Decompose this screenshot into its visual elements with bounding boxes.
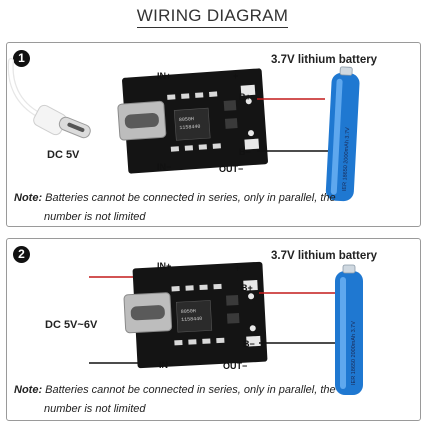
pin-label-b-minus: B− xyxy=(239,147,251,157)
pin-label-in-minus: IN− xyxy=(157,162,171,172)
parallel-note: Note: Batteries cannot be connected in s… xyxy=(14,384,336,415)
lithium-battery-icon: IER 18650 2000mAh 3.7V xyxy=(335,264,363,395)
battery-label: 3.7V lithium battery xyxy=(271,250,378,262)
pin-label-out-minus: OUT− xyxy=(219,164,243,174)
parallel-note: Note: Batteries cannot be connected in s… xyxy=(14,192,336,223)
pin-label-in-plus: IN+ xyxy=(157,71,171,81)
chip-marking-1: 8050H xyxy=(181,308,196,315)
diagram-title: WIRING DIAGRAM xyxy=(0,6,425,28)
wiring-illustration: 8050H 1158440 IN+ IN− + B+ B− OUT− xyxy=(89,261,363,395)
pin-label-in-minus: IN− xyxy=(159,360,173,370)
charging-module-board: 8050H 1158440 IN+ IN− + B+ B− OUT− xyxy=(117,68,268,174)
step-number-badge: 1 xyxy=(13,50,30,67)
wiring-illustration: 8050H 1158440 IN+ IN− + B+ B− OUT− xyxy=(7,58,360,202)
battery-print: IER 18650 2000mAh 3.7V xyxy=(342,127,351,191)
source-voltage-label: DC 5V~6V xyxy=(45,319,98,331)
chip-marking-2: 1158440 xyxy=(181,316,202,323)
lithium-battery-icon: IER 18650 2000mAh 3.7V xyxy=(325,66,360,202)
pin-label-out-plus: + xyxy=(233,71,238,81)
source-voltage-label: DC 5V xyxy=(47,149,80,161)
charging-module-board: 8050H 1158440 IN+ IN− + B+ B− OUT− xyxy=(123,261,268,371)
wiring-panel-1: 1 3.7V lithium battery DC 5V 8050H 11584… xyxy=(6,42,421,227)
pin-label-out-plus: + xyxy=(235,263,240,273)
chip-marking-1: 8050H xyxy=(179,116,194,123)
usb-c-cable-icon xyxy=(7,58,91,139)
pin-label-out-minus: OUT− xyxy=(223,361,247,371)
pin-label-in-plus: IN+ xyxy=(157,261,171,271)
step-number-badge: 2 xyxy=(13,246,30,263)
pin-label-b-plus: B+ xyxy=(239,92,251,102)
battery-print: IER 18650 2000mAh 3.7V xyxy=(351,321,357,385)
pin-label-b-minus: B− xyxy=(243,339,255,349)
battery-label: 3.7V lithium battery xyxy=(271,54,378,66)
pin-label-b-plus: B+ xyxy=(241,283,253,293)
wiring-panel-2: 2 3.7V lithium battery DC 5V~6V 8050H 11… xyxy=(6,238,421,421)
chip-marking-2: 1158440 xyxy=(179,124,200,131)
